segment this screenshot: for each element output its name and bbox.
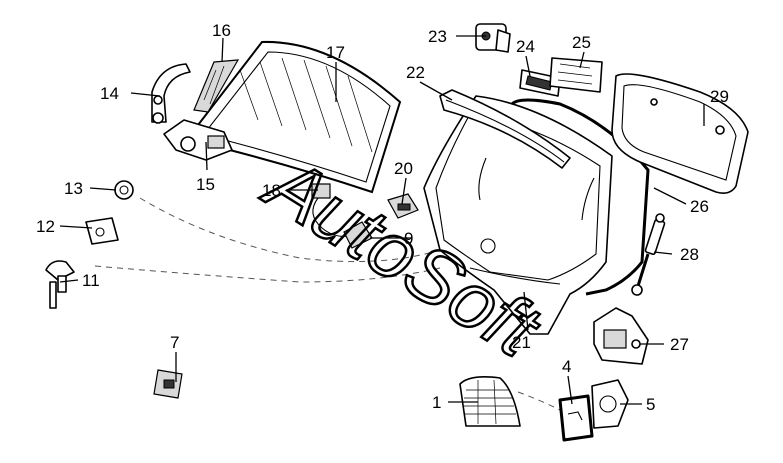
leader-lines [59,35,705,405]
callout-9: 9 [404,229,413,248]
part-18-wiring [311,183,349,237]
callout-29: 29 [710,87,729,106]
callout-28: 28 [680,245,699,264]
callout-21: 21 [512,333,531,352]
assembly-guide-lines [94,197,561,411]
part-5-lamp-holder [591,379,629,429]
callout-22: 22 [406,63,425,82]
callout-23: 23 [428,27,447,46]
part-14-handle-arm [151,63,191,124]
callout-25: 25 [572,33,591,52]
part-20-brake-light [387,193,419,219]
callout-20: 20 [394,159,413,178]
callout-18: 18 [262,181,281,200]
part-7-clip [153,369,183,399]
callout-4: 4 [562,357,571,376]
part-27-latch [593,307,649,365]
part-4-gasket [558,394,594,442]
callout-26: 26 [690,197,709,216]
callout-24: 24 [516,37,535,56]
part-12-bracket [85,217,119,245]
part-22-spoiler [439,89,571,169]
callout-14: 14 [100,84,119,103]
part-16-strip [193,59,240,113]
part-1-tail-lamp [459,376,521,427]
part-13-grommet [114,180,134,200]
callout-15: 15 [196,175,215,194]
callout-17: 17 [326,43,345,62]
callout-13: 13 [64,179,83,198]
callout-5: 5 [646,395,655,414]
callout-7: 7 [170,333,179,352]
callout-27: 27 [670,335,689,354]
part-28-gas-strut [631,213,666,296]
part-29-trim-panel [611,73,749,194]
callout-1: 1 [432,393,441,412]
part-25-lens [549,57,603,93]
part-11-key-lock [45,260,75,309]
callout-labels: 14 16 17 15 13 12 11 18 20 9 23 24 25 22… [36,21,729,414]
callout-11: 11 [82,271,100,290]
part-17-rear-window-glass [186,40,402,194]
callout-16: 16 [212,21,231,40]
part-15-hinge [163,119,233,161]
part-23-lock [475,23,511,53]
callout-12: 12 [36,217,55,236]
